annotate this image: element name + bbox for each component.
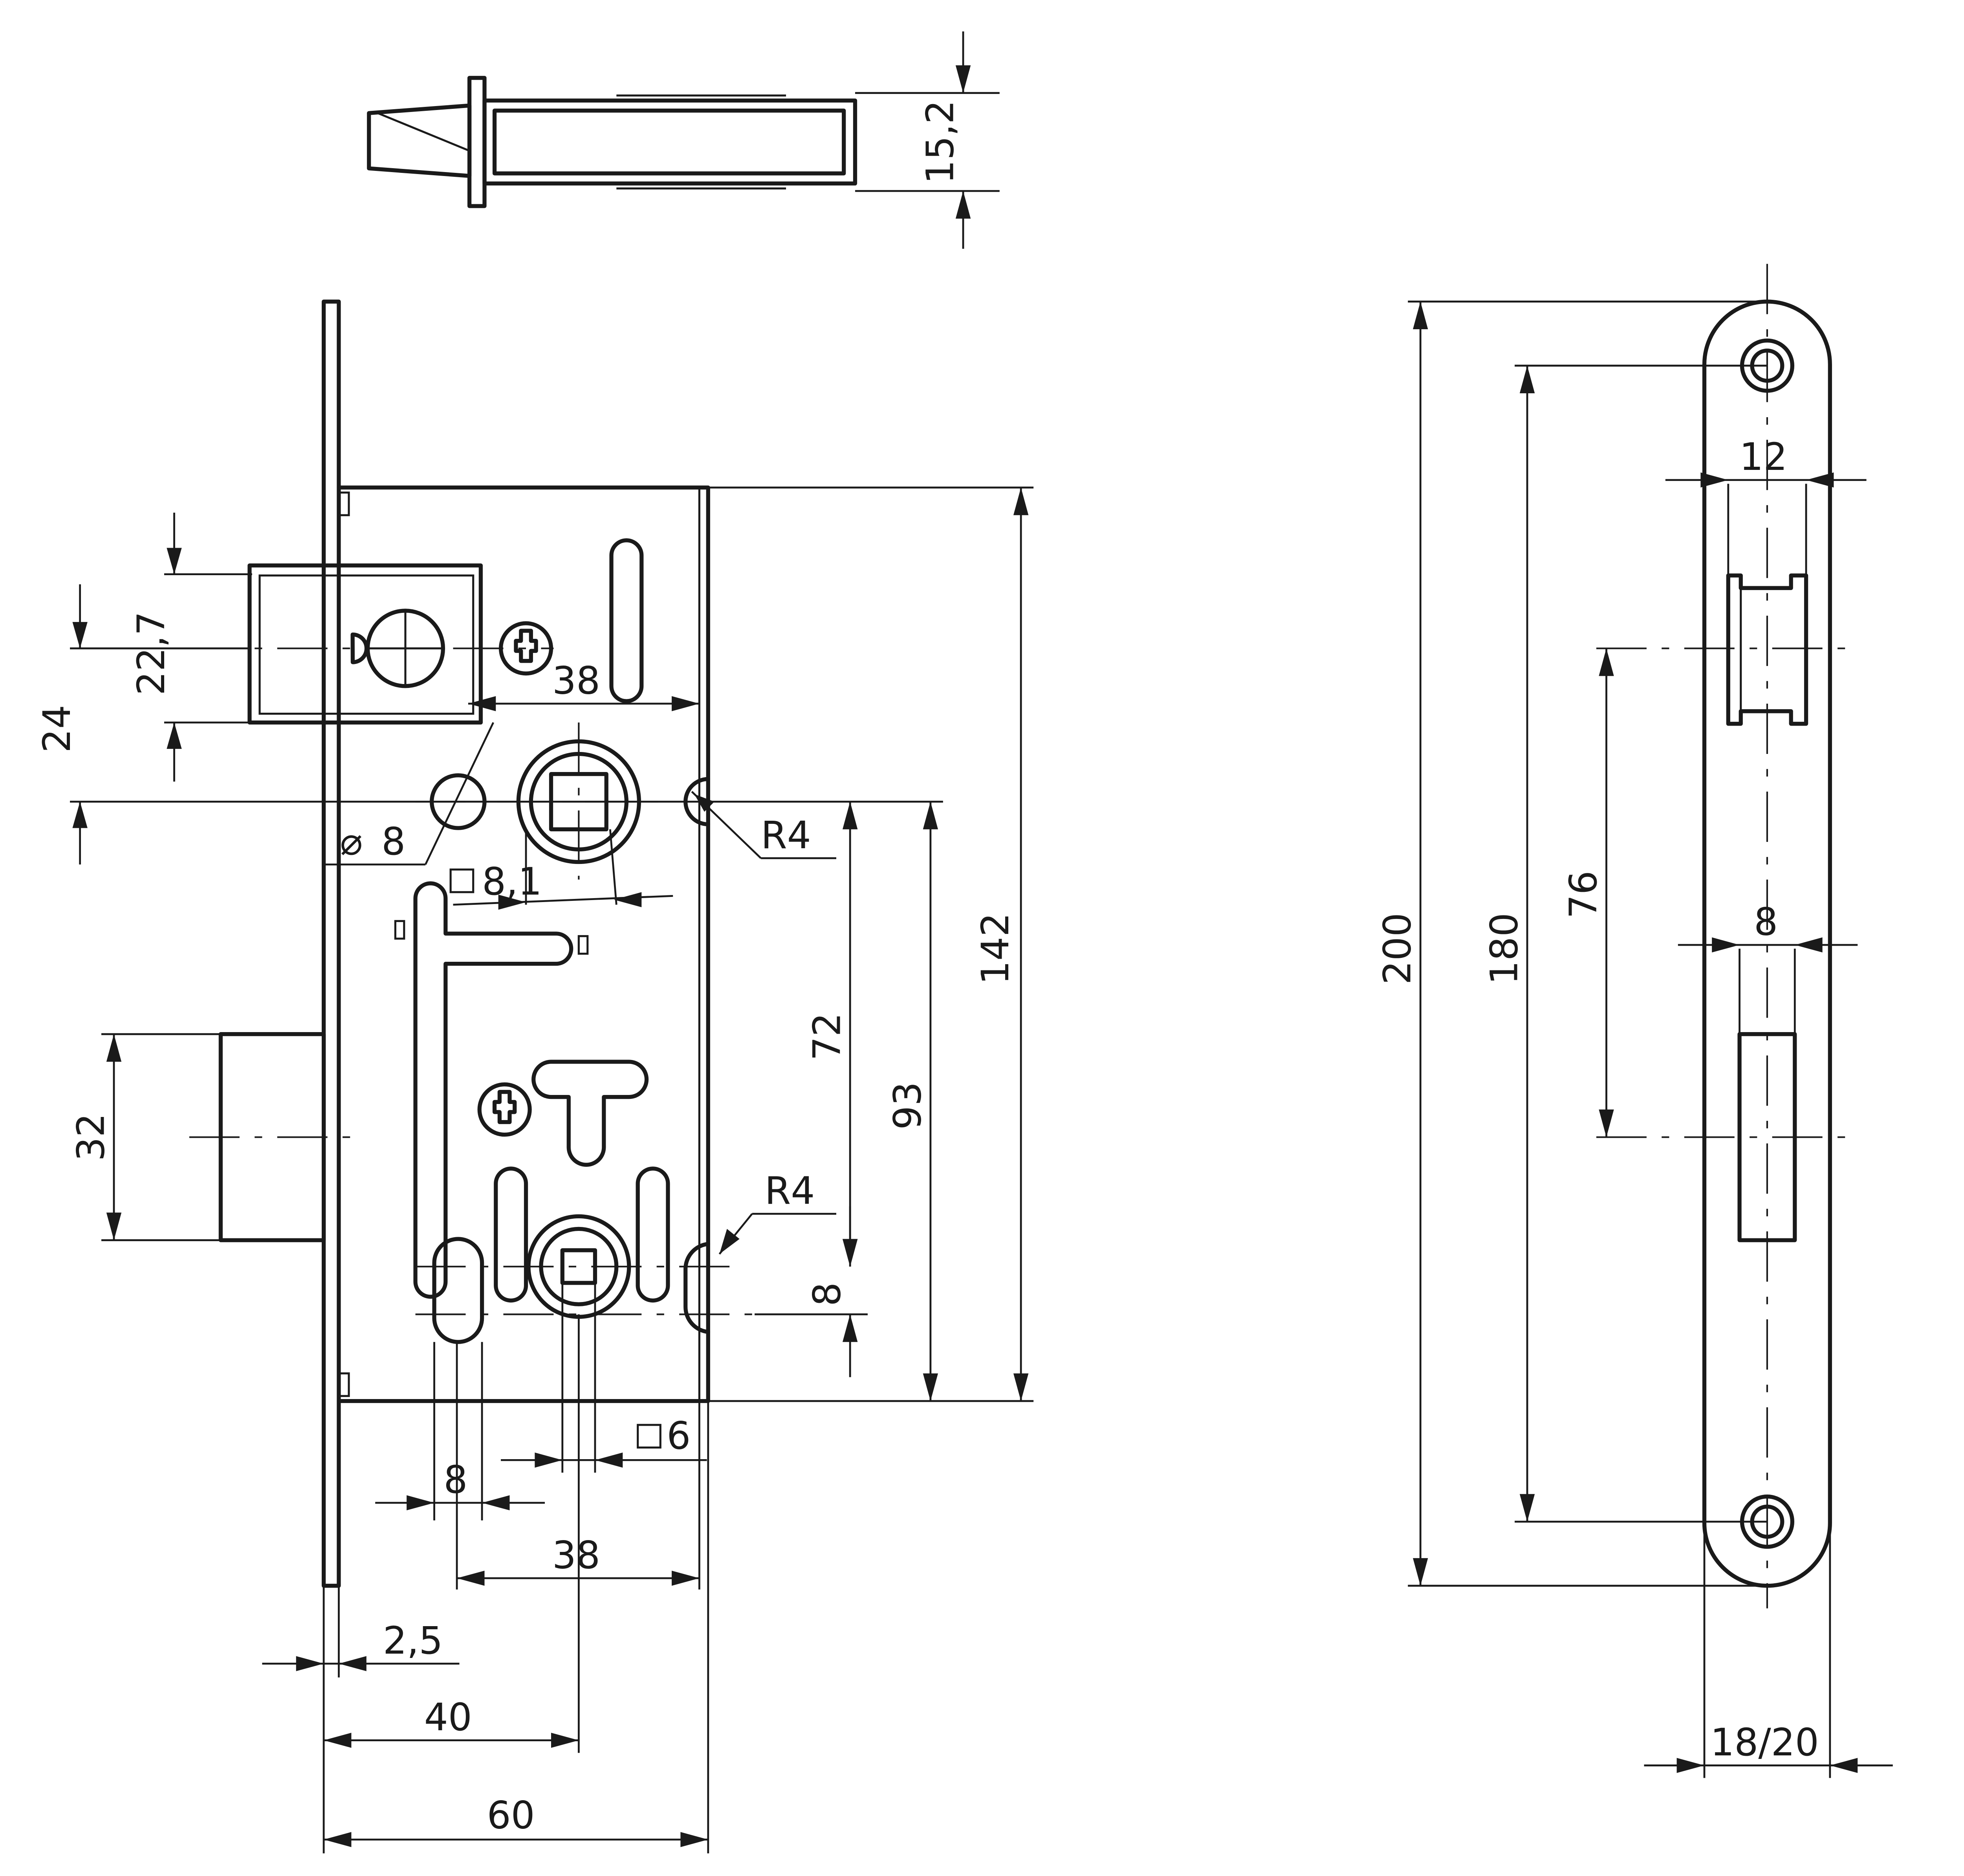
square-symbol-lower [637,1424,661,1449]
dim-plate-length: 200 [1376,913,1420,985]
front-view-lock-body [189,299,755,1588]
faceplate [321,299,341,1588]
t-cutout [531,1060,649,1167]
screw-upper [498,621,553,676]
dim-backset: 40 [424,1695,472,1739]
dim-follower-square: 8,1 [482,860,542,904]
lock-case [337,485,710,1403]
slot-lower-left [494,1166,528,1303]
dim-case-depth: 60 [487,1793,535,1837]
dim-deadbolt-height: 32 [69,1113,113,1161]
side-view-dimensions: 200 180 76 12 8 18/20 [1376,301,1893,1778]
dim-latch-height: 22,7 [129,611,173,695]
dim-screw-spacing: 180 [1482,913,1526,985]
square-symbol-upper [449,868,475,893]
front-view-dimensions: 22,7 24 38 ⌀ 8 8,1 R4 [35,486,1034,1854]
dim-notch-radius-upper: R4 [761,813,811,857]
dim-keyhole-spacing: 8 [805,1282,849,1306]
dim-backset-lower: 38 [552,1533,600,1577]
dim-latch-opening-width: 12 [1739,435,1787,479]
notch-lower [683,1242,710,1334]
dim-bolt-opening-width: 8 [1754,900,1778,944]
dim-follower-to-bottom: 93 [885,1082,929,1130]
dim-hole-diameter: 8 [381,820,405,864]
oblong-hole [432,1237,484,1344]
top-faceplate-section [467,76,487,208]
latch-bolt [189,563,554,725]
dim-bolt-thickness: 15,2 [918,100,962,184]
dim-plate-width: 18/20 [1710,1720,1819,1764]
dim-notch-radius-lower: R4 [765,1169,815,1213]
dim-latch-offset: 24 [35,705,79,753]
dim-backset-upper: 38 [552,658,600,702]
lever-slot [413,881,573,1299]
top-latch-tip [367,103,472,178]
dim-faceplate-thickness: 2,5 [383,1619,443,1663]
dim-case-height: 142 [973,913,1017,985]
top-case-body [482,98,857,186]
screw-lower [477,1082,532,1137]
dim-diameter-symbol: ⌀ [340,820,363,864]
side-view-faceplate [1596,264,1848,1608]
dim-follower-to-keyhole: 72 [805,1013,849,1061]
slot-upper [609,538,644,703]
dim-latch-to-bolt: 76 [1561,871,1605,919]
dim-spindle-square: 6 [667,1414,691,1458]
top-view-latch: 15,2 [367,31,1000,249]
slot-lower-right [636,1166,670,1303]
dim-slot-width: 8 [443,1458,467,1502]
